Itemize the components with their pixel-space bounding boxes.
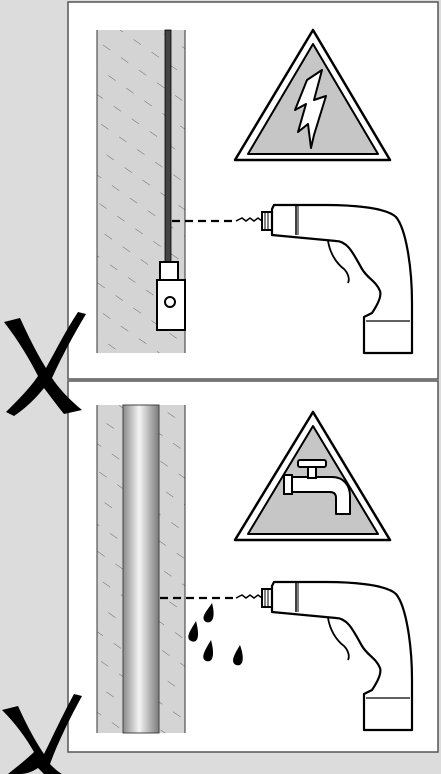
water-pipe xyxy=(122,404,160,734)
water-drops xyxy=(188,603,243,666)
water-drop-icon xyxy=(188,621,199,642)
x-mark-icon xyxy=(2,694,82,774)
water-drop-icon xyxy=(203,640,214,662)
electrical-cable xyxy=(156,29,186,331)
water-drop-icon xyxy=(233,645,243,666)
water-drop-icon xyxy=(203,603,214,623)
panel-electric xyxy=(67,1,439,380)
panel-water xyxy=(67,380,439,753)
lightning-bolt-icon xyxy=(294,69,327,149)
x-mark-icon xyxy=(4,312,86,416)
water-warning-sign xyxy=(233,410,392,542)
lightning-warning-sign xyxy=(233,28,392,162)
water-tap-icon xyxy=(283,459,351,515)
